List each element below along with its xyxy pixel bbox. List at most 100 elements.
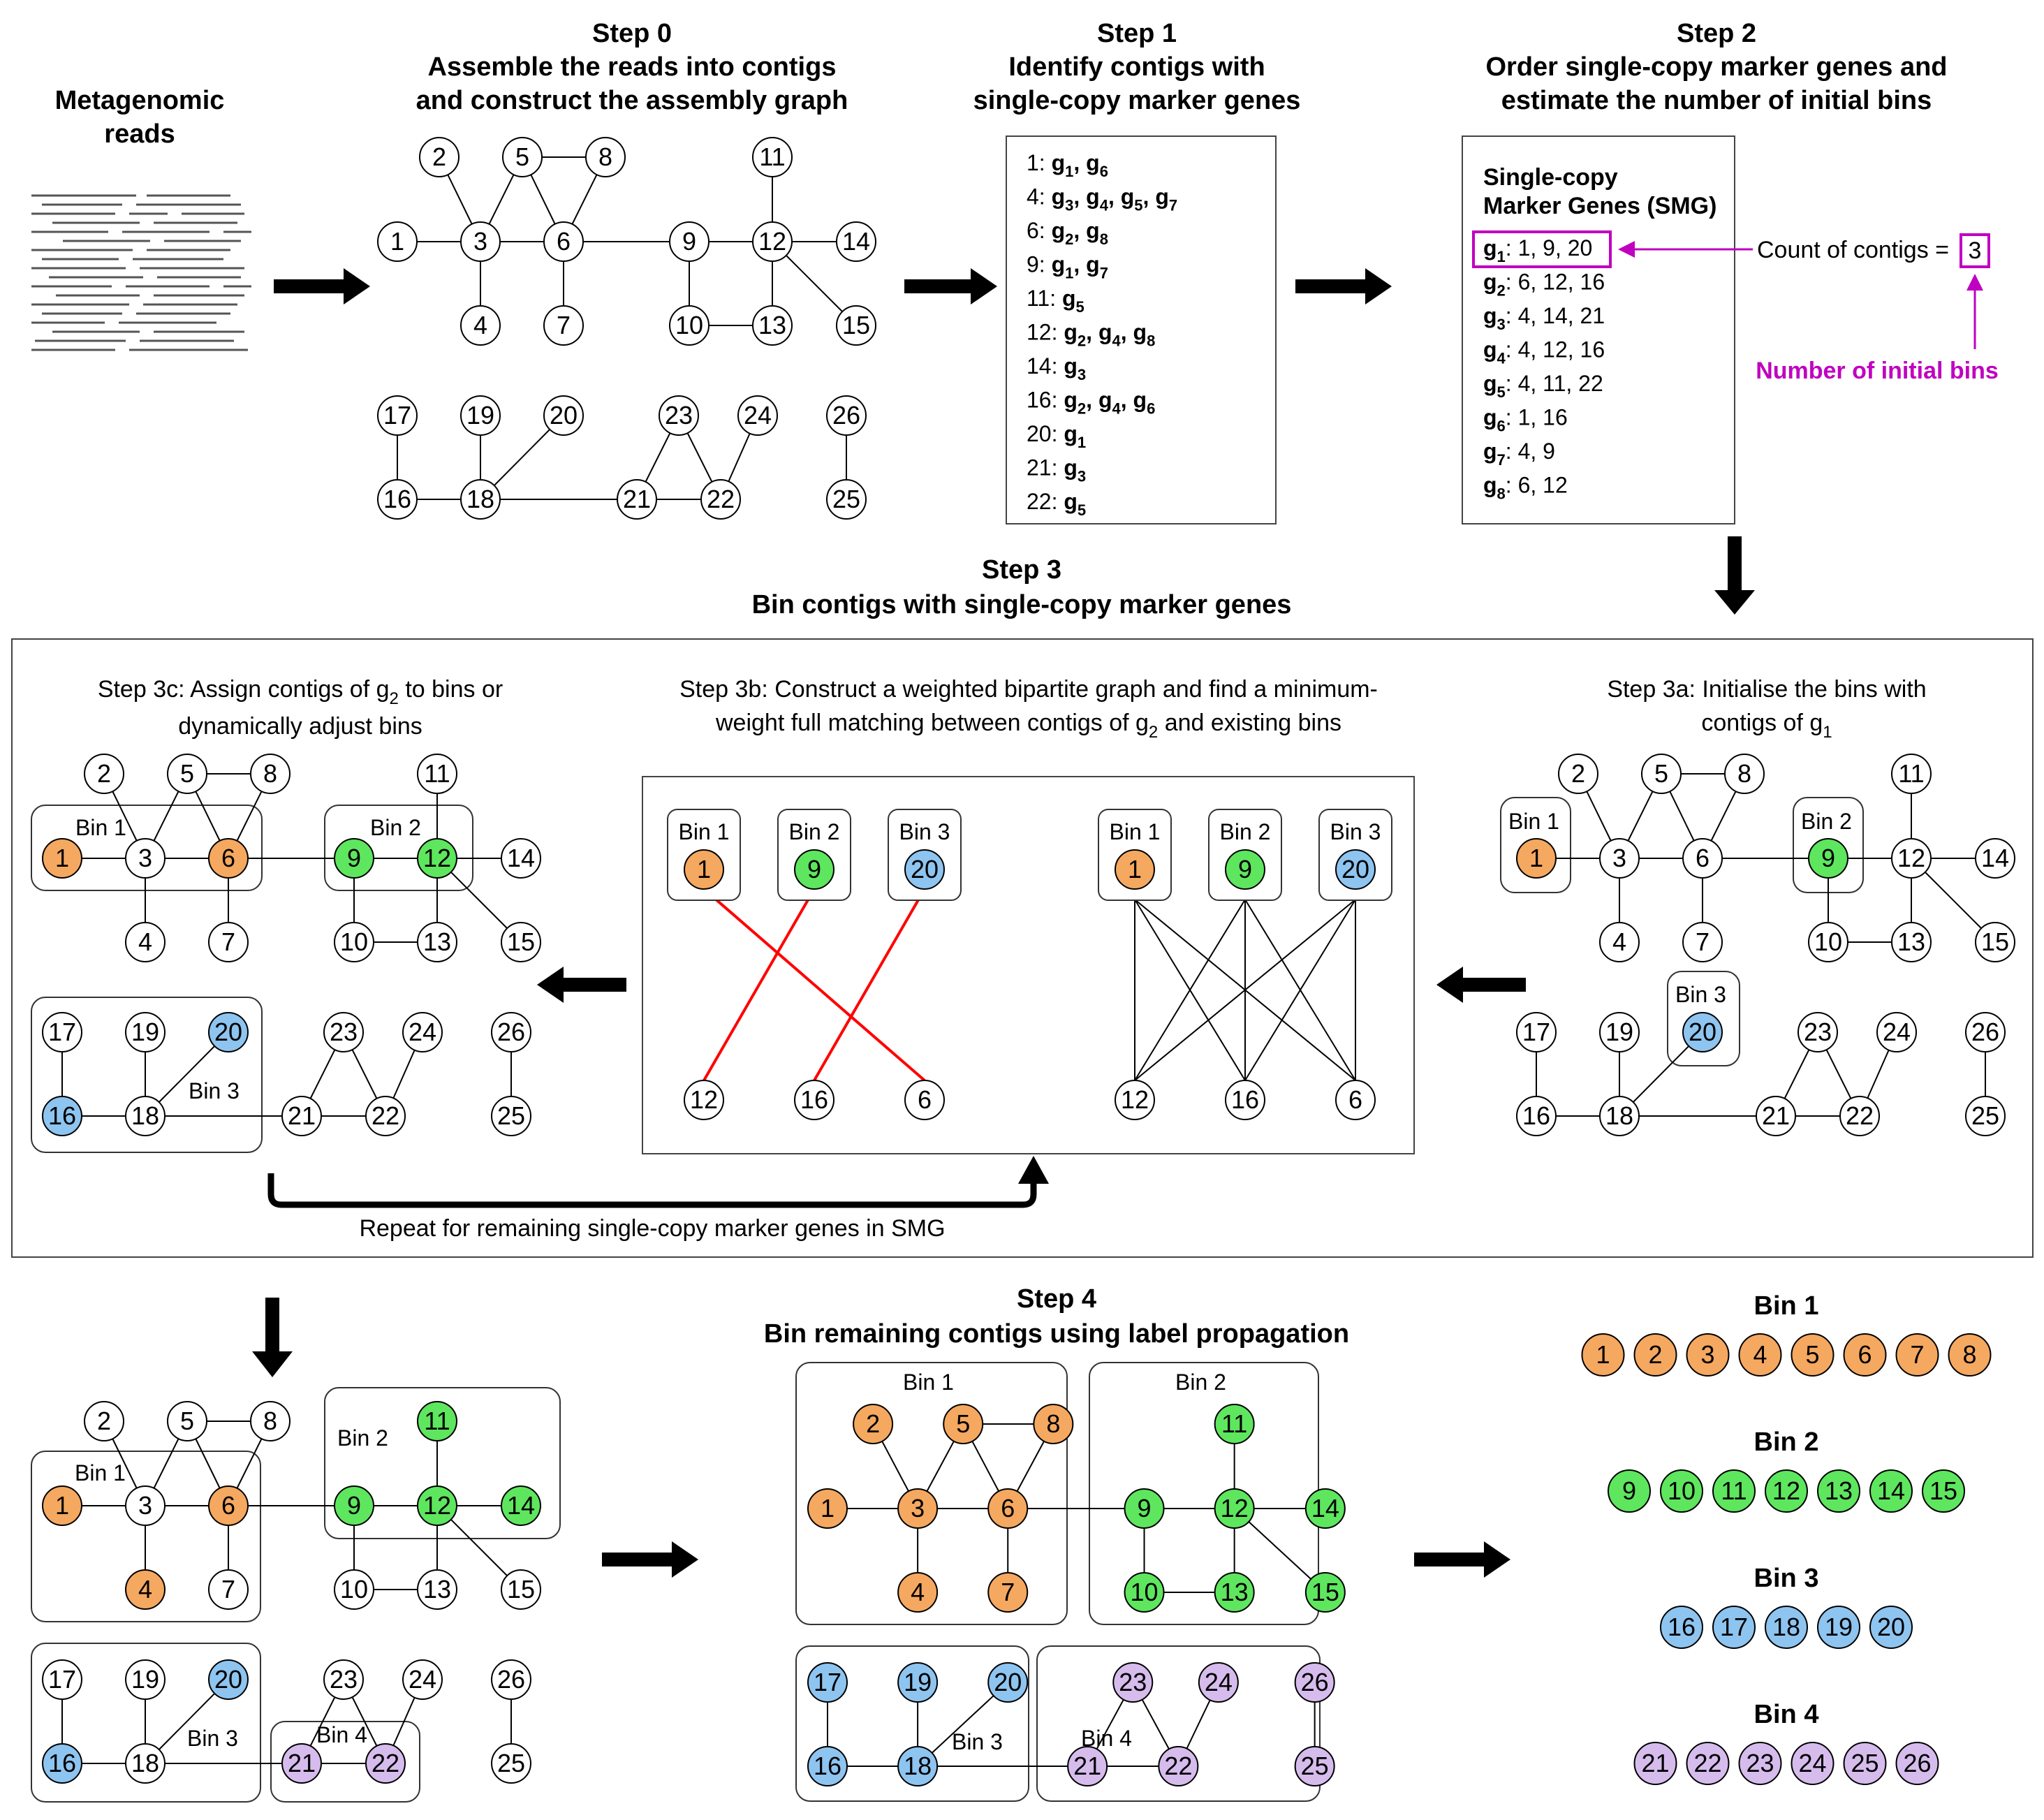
contig-label: 10 [340,927,368,956]
contig-node [987,1662,1029,1703]
contig-label: 6 [221,1491,235,1520]
contig-label: 5 [180,1407,194,1435]
contig-label: 11 [1721,1476,1747,1505]
contig-label: 2 [866,1409,880,1438]
bin-group-label: Bin 3 [1675,982,1726,1007]
contig-label: 22 [372,1101,399,1130]
bipartite-edge [1134,899,1356,1081]
contig-node [491,1743,531,1784]
contig-label: 8 [263,1407,277,1435]
count-label: Count of contigs = [1757,237,1949,263]
bin-group-label: Bin 3 [189,1078,240,1103]
final-bin-title: Bin 3 [1754,1564,1819,1593]
bin-group-label: Bin 3 [952,1729,1003,1754]
contig-label: 14 [842,227,870,256]
contig-label: 14 [1311,1494,1339,1522]
contig-label: 26 [1301,1668,1329,1696]
contig-node [987,1488,1029,1529]
contig-node [1756,1096,1796,1136]
contig-gene-entry: 6: g2, g8 [1027,218,1108,248]
contig-label: 12 [423,844,451,872]
contig-label: 2 [97,759,111,788]
contig-label: 6 [221,844,235,872]
contig-label: 12 [1772,1476,1800,1505]
contig-node [417,1401,457,1441]
contig-label: 20 [994,1668,1022,1696]
contig-node [502,137,543,177]
bin-group-box [795,1362,1068,1625]
initial-bins-label: Number of initial bins [1756,358,1999,384]
contig-node [1115,849,1155,890]
contig-node [84,754,124,794]
contig-label: 10 [1814,927,1842,956]
final-contig-node [1817,1606,1860,1649]
contig-label: 25 [497,1749,525,1777]
smg-g1-highlight [1472,230,1612,268]
contig-node [208,838,249,879]
contig-label: 23 [330,1018,358,1046]
contig-node [1516,838,1557,879]
bin-group-box [795,1645,1029,1802]
contig-node [897,1746,939,1786]
contig-label: 13 [423,927,451,956]
bin-group-box [31,805,263,891]
contig-node [42,1743,82,1784]
step0-line2: and construct the assembly graph [416,86,848,115]
contig-node [42,1659,82,1700]
contig-label: 16 [814,1752,841,1780]
contig-label: 2 [1648,1340,1662,1369]
bin-group-label: Bin 2 [370,815,421,840]
contig-label: 17 [48,1018,76,1046]
contig-label: 6 [1001,1494,1015,1522]
contig-label: 12 [1221,1494,1249,1522]
contig-label: 13 [423,1575,451,1603]
contig-node [1876,1012,1917,1052]
bipartite-bin-label: Bin 3 [1330,819,1381,844]
contig-label: 17 [48,1665,76,1694]
contig-label: 5 [515,142,529,171]
contig-node [250,754,291,794]
final-contig-node [1686,1742,1730,1785]
contig-node [125,1659,166,1700]
contig-label: 9 [682,227,696,256]
step3b-box [642,776,1415,1154]
contig-label: 25 [1971,1101,1999,1130]
contig-node [167,754,207,794]
contig-label: 4 [138,927,152,956]
contig-node [125,1569,166,1610]
step1-title: Step 1 [1097,19,1177,48]
contig-label: 20 [1689,1018,1716,1046]
contig-label: 8 [1737,759,1751,788]
contig-node [402,1659,443,1700]
contig-node [853,1404,894,1444]
contig-node [1112,1662,1154,1703]
contig-node [1335,1080,1376,1120]
contig-node [1682,838,1723,879]
contig-gene-entry: 16: g2, g4, g6 [1027,388,1155,418]
contig-label: 3 [138,844,152,872]
contig-node [42,1485,82,1526]
contig-node [1033,1404,1074,1444]
contig-label: 25 [497,1101,525,1130]
contig-node [125,838,166,879]
graph-edge [917,1682,1008,1767]
contig-label: 16 [800,1085,828,1114]
contig-node [1124,1572,1165,1613]
reads-title-line1: Metagenomic [55,86,225,115]
contig-label: 24 [1798,1749,1826,1777]
contig-node [794,849,834,890]
contig-label: 6 [1696,844,1710,872]
bin-group-box [324,1387,561,1539]
contig-label: 6 [557,227,571,256]
contig-node [1891,922,1932,962]
contig-node [1808,838,1848,879]
contig-label: 15 [507,1575,535,1603]
arrow-step2-to-step3 [1714,536,1755,615]
bin-group-label: Bin 1 [903,1370,954,1395]
contig-node [491,1659,531,1700]
contig-label: 20 [1877,1613,1905,1641]
contig-label: 11 [759,142,785,171]
